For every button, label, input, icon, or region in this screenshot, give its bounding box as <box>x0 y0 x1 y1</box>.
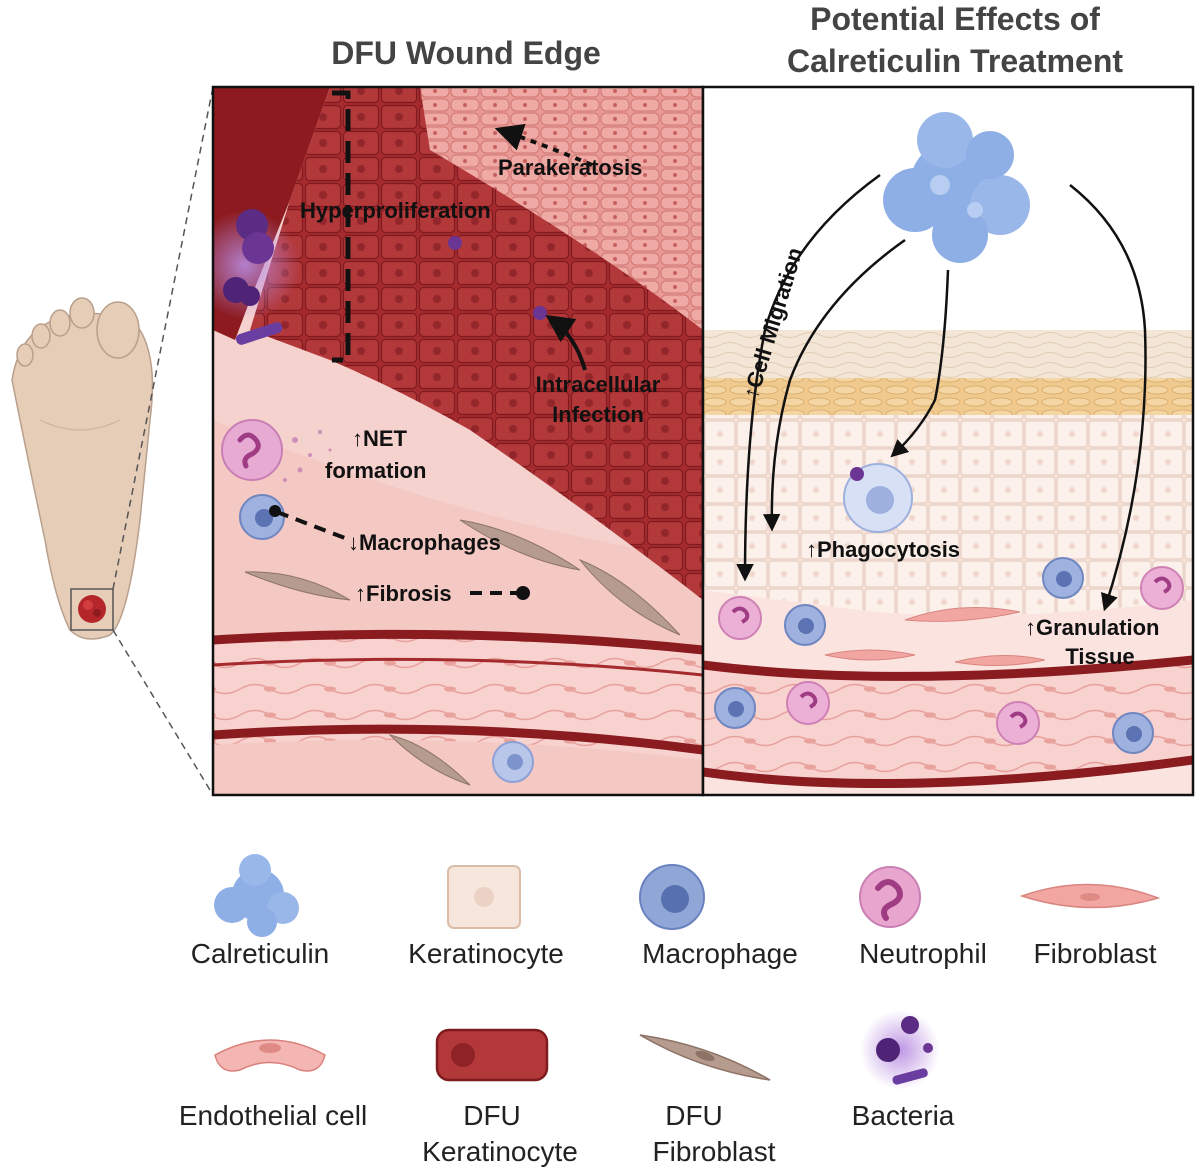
legend-endothelial-label: Endothelial cell <box>179 1100 367 1131</box>
right-panel-frame <box>701 85 1195 797</box>
legend-fibroblast-label: Fibroblast <box>1034 938 1157 969</box>
right-panel-title-line2: Calreticulin Treatment <box>787 43 1123 79</box>
parakeratosis-layer <box>420 87 703 330</box>
legend-neutrophil-label: Neutrophil <box>859 938 987 969</box>
legend-dfu-keratinocyte-label-1: DFU <box>463 1100 521 1131</box>
calreticulin-protein <box>883 112 1030 263</box>
zoom-line-top <box>112 86 214 590</box>
label-hyperproliferation: Hyperproliferation <box>300 198 491 223</box>
ulcer-wound <box>78 595 106 623</box>
left-panel-art <box>213 87 703 795</box>
left-panel-title: DFU Wound Edge <box>331 35 601 71</box>
legend: Calreticulin Keratinocyte Macrophage Neu… <box>179 854 1161 1167</box>
legend-endothelial-icon <box>214 1039 326 1072</box>
legend-dfu-keratinocyte-icon <box>435 1028 549 1082</box>
legend-macrophage-label: Macrophage <box>642 938 798 969</box>
right-panel-title-line1: Potential Effects of <box>810 1 1100 37</box>
label-parakeratosis: Parakeratosis <box>498 155 642 180</box>
macrophage-dashed-line <box>276 510 351 542</box>
label-fibrosis: ↑Fibrosis <box>355 581 452 606</box>
legend-bacteria-icon <box>860 1010 940 1090</box>
label-net-1: ↑NET <box>352 426 408 451</box>
net-neutrophil <box>221 419 283 481</box>
migration-arrow-2 <box>762 238 906 532</box>
migration-arrow-1 <box>736 173 881 582</box>
legend-dfu-keratinocyte-label-2: Keratinocyte <box>422 1136 578 1167</box>
legend-keratinocyte-label: Keratinocyte <box>408 938 564 969</box>
label-granulation-2: Tissue <box>1065 644 1134 669</box>
right-panel-art <box>703 87 1193 795</box>
zoom-line-bottom <box>112 629 214 796</box>
legend-calreticulin-label: Calreticulin <box>191 938 330 969</box>
label-net-2: formation <box>325 458 426 483</box>
label-granulation-1: ↑Granulation <box>1025 615 1159 640</box>
label-intracellular-2: Infection <box>552 402 644 427</box>
foot-illustration <box>11 297 154 640</box>
granulation-arrow <box>1069 184 1147 612</box>
hyperproliferation-bracket <box>332 90 351 363</box>
legend-dfu-fibroblast-label-1: DFU <box>665 1100 723 1131</box>
legend-dfu-fibroblast-label-2: Fibroblast <box>653 1136 776 1167</box>
wound-inset-box <box>70 588 114 631</box>
parakeratosis-arrow <box>494 123 593 167</box>
phagocytosis-arrow <box>890 269 950 458</box>
label-intracellular-1: Intracellular <box>536 372 661 397</box>
legend-neutrophil-icon <box>859 866 921 928</box>
label-phagocytosis: ↑Phagocytosis <box>806 537 960 562</box>
legend-bacteria-label: Bacteria <box>852 1100 955 1131</box>
infection-arrow <box>545 314 587 371</box>
legend-calreticulin-icon <box>214 854 299 937</box>
label-macrophages: ↓Macrophages <box>348 530 501 555</box>
